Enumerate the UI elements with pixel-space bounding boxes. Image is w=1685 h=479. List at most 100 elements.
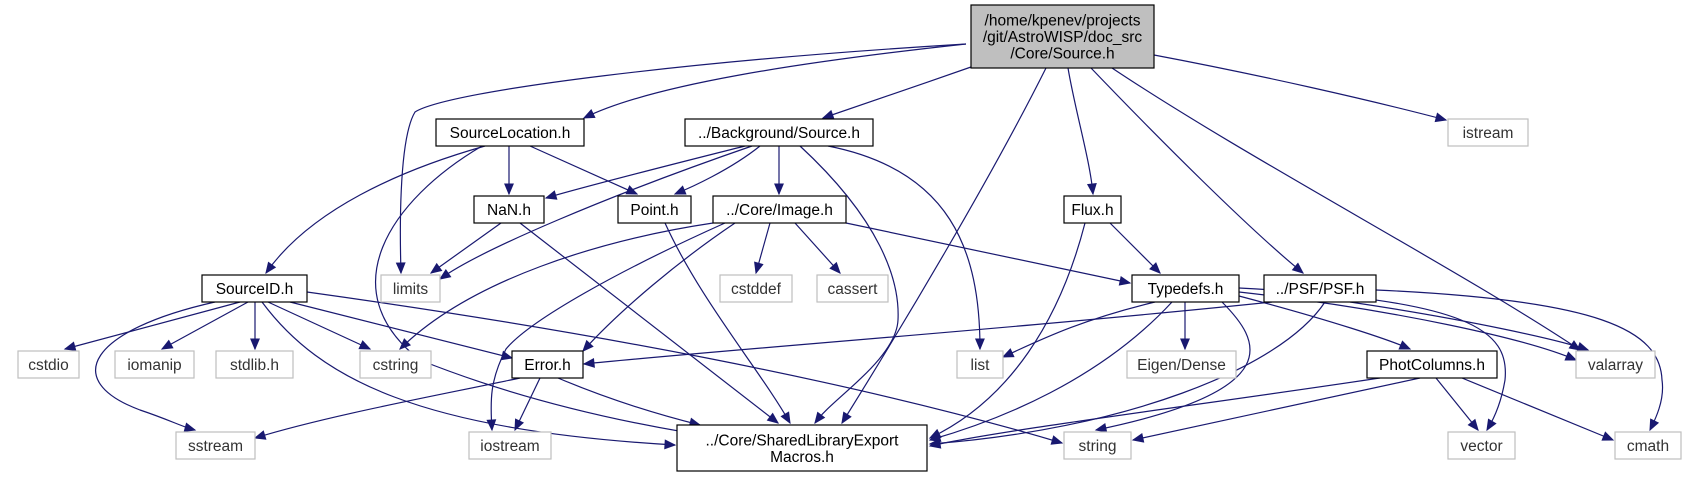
node-vector[interactable]: vector (1447, 431, 1516, 460)
edge-background-source-to-nan (545, 145, 746, 199)
node-label: cstddef (731, 281, 782, 298)
node-flux[interactable]: Flux.h (1063, 195, 1122, 224)
node-box (676, 424, 928, 472)
node-label: cmath (1627, 438, 1669, 455)
node-error[interactable]: Error.h (511, 350, 584, 379)
edge-source-id-to-error-arrowhead (500, 350, 514, 361)
node-iostream[interactable]: iostream (468, 431, 552, 460)
node-cassert[interactable]: cassert (816, 274, 889, 303)
edge-source-id-to-string (306, 291, 1063, 444)
node-background-source[interactable]: ../Background/Source.h (684, 118, 874, 147)
edge-source-id-to-shared-lib-arrowhead (664, 439, 677, 450)
edge-source-location-to-source-id-arrowhead (265, 261, 277, 275)
node-box (1063, 431, 1132, 460)
edge-root-to-psf (1090, 67, 1304, 274)
edge-flux-to-typedefs-arrowhead (1149, 262, 1161, 274)
node-label: ../Core/SharedLibraryExport (706, 432, 900, 449)
edge-flux-to-typedefs (1109, 222, 1161, 274)
node-point[interactable]: Point.h (617, 195, 692, 224)
edge-typedefs-to-string (1095, 301, 1251, 431)
node-label: Flux.h (1071, 202, 1113, 219)
node-box (712, 195, 847, 224)
node-label: /home/kpenev/projects (985, 13, 1141, 30)
node-box (380, 274, 441, 303)
edge-root-to-limits (399, 43, 967, 274)
edge-nan-to-limits-arrowhead (429, 262, 443, 274)
node-cstddef[interactable]: cstddef (719, 274, 793, 303)
node-label: list (971, 357, 991, 374)
node-phot-columns[interactable]: PhotColumns.h (1366, 350, 1498, 379)
edge-source-location-to-nan-arrowhead (504, 183, 514, 196)
node-psf[interactable]: ../PSF/PSF.h (1263, 274, 1377, 303)
node-label: cstring (373, 357, 419, 374)
node-stdlib[interactable]: stdlib.h (215, 350, 294, 379)
node-core-image[interactable]: ../Core/Image.h (712, 195, 847, 224)
node-label: SourceID.h (216, 281, 294, 298)
edge-core-image-to-typedefs-arrowhead (1118, 275, 1132, 286)
node-label: Typedefs.h (1148, 281, 1224, 298)
node-limits[interactable]: limits (380, 274, 441, 303)
edge-psf-to-valarray-arrowhead (1576, 341, 1590, 352)
node-label: istream (1463, 125, 1514, 142)
node-string[interactable]: string (1063, 431, 1132, 460)
node-box (684, 118, 874, 147)
edge-phot-columns-to-shared-lib (929, 377, 1381, 447)
node-box (435, 118, 585, 147)
edge-psf-to-valarray (1349, 301, 1589, 351)
edge-source-id-to-cstdio-arrowhead (63, 341, 77, 352)
edge-nan-to-shared-lib (519, 222, 779, 424)
node-source-location[interactable]: SourceLocation.h (435, 118, 585, 147)
edge-core-image-to-cstring-arrowhead (399, 338, 412, 350)
node-box (1447, 118, 1529, 147)
node-iomanip[interactable]: iomanip (114, 350, 195, 379)
edges (63, 43, 1664, 450)
edge-root-to-flux-arrowhead (1086, 183, 1097, 196)
edge-point-to-shared-lib (664, 222, 791, 424)
node-cstring[interactable]: cstring (359, 350, 432, 379)
node-cstdio[interactable]: cstdio (17, 350, 80, 379)
node-nan[interactable]: NaN.h (473, 195, 545, 224)
edge-background-source-to-point-arrowhead (673, 185, 687, 195)
node-label: iomanip (127, 357, 181, 374)
node-istream[interactable]: istream (1447, 118, 1529, 147)
node-box (617, 195, 692, 224)
node-valarray[interactable]: valarray (1575, 350, 1656, 379)
node-box (1366, 350, 1498, 379)
edge-error-to-shared-lib (557, 377, 701, 426)
edge-source-location-to-source-id (265, 145, 486, 274)
node-label: string (1079, 438, 1117, 455)
node-list[interactable]: list (956, 350, 1004, 379)
edge-phot-columns-to-string-arrowhead (1131, 432, 1145, 443)
node-label: sstream (188, 438, 243, 455)
edge-root-to-shared-lib (841, 67, 1047, 424)
edge-root-to-background-source-arrowhead (821, 109, 835, 120)
node-cmath[interactable]: cmath (1614, 431, 1682, 460)
node-label: stdlib.h (230, 357, 279, 374)
node-label: limits (393, 281, 429, 298)
edge-root-to-source-location-arrowhead (582, 108, 596, 119)
node-eigen-dense[interactable]: Eigen/Dense (1126, 350, 1237, 379)
edge-root-to-istream-arrowhead (1434, 112, 1448, 123)
node-sstream[interactable]: sstream (175, 431, 256, 460)
node-label: Eigen/Dense (1137, 357, 1226, 374)
edge-source-id-to-string-arrowhead (1050, 435, 1064, 445)
node-label: /Core/Source.h (1010, 46, 1114, 63)
edge-source-id-to-sstream-arrowhead (183, 422, 197, 432)
node-typedefs[interactable]: Typedefs.h (1131, 274, 1240, 303)
node-box (17, 350, 80, 379)
node-box (511, 350, 584, 379)
edge-background-source-to-core-image-arrowhead (774, 183, 784, 196)
edge-background-source-to-limits (439, 145, 753, 280)
node-source-id[interactable]: SourceID.h (201, 274, 308, 303)
node-label: ../PSF/PSF.h (1276, 281, 1365, 298)
edge-core-image-to-iostream-arrowhead (486, 419, 497, 432)
node-root[interactable]: /home/kpenev/projects/git/AstroWISP/doc_… (970, 4, 1155, 69)
node-box (956, 350, 1004, 379)
edge-typedefs-to-shared-lib (929, 301, 1173, 441)
edge-source-id-to-iomanip-arrowhead (160, 339, 174, 350)
edge-phot-columns-to-shared-lib-arrowhead (928, 438, 942, 449)
edge-root-to-istream (1153, 54, 1447, 121)
edge-source-id-to-shared-lib (261, 301, 676, 446)
